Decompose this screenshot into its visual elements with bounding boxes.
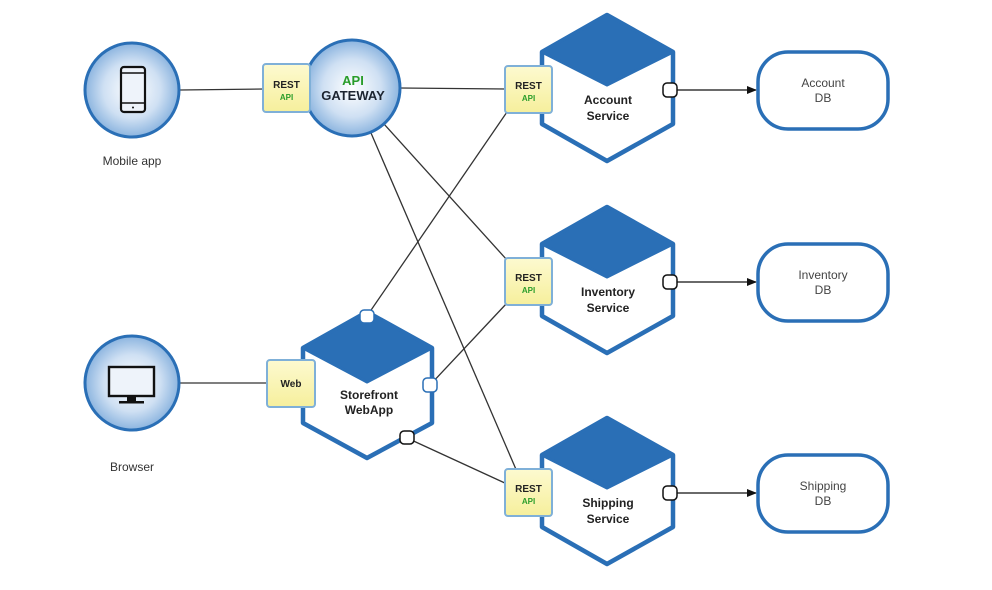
api-gateway[interactable]: API GATEWAY REST API (262, 38, 402, 138)
edge-gateway-account (399, 87, 507, 90)
service-label-line2: Service (587, 301, 630, 315)
service-port[interactable] (662, 274, 678, 290)
database-label-line1: Inventory (798, 268, 847, 282)
service-rest-adapter[interactable]: REST API (504, 257, 553, 306)
rest-label: REST (273, 80, 300, 91)
database-label-line2: DB (815, 494, 832, 508)
service-label-line1: Account (584, 93, 632, 107)
service-rest-adapter[interactable]: REST API (504, 65, 553, 114)
service-label-line1: Shipping (582, 496, 633, 510)
rest-adapter-box (504, 65, 553, 114)
rest-label: REST (515, 484, 542, 495)
connections (179, 87, 519, 485)
edge-webapp-account (366, 111, 508, 317)
gateway-title-api: API (342, 73, 364, 88)
api-label: API (522, 497, 535, 506)
database-label-line2: DB (815, 283, 832, 297)
webapp-port-right[interactable] (422, 377, 438, 393)
database-label-line1: Account (801, 76, 845, 90)
database-label-line1: Shipping (800, 479, 847, 493)
service-port[interactable] (662, 82, 678, 98)
edge-gateway-shipping (370, 132, 519, 475)
browser-label: Browser (110, 460, 154, 474)
service-label-line2: Service (587, 512, 630, 526)
web-label: Web (281, 379, 302, 390)
service-label-line2: Service (587, 109, 630, 123)
webapp-port-bottom[interactable] (399, 430, 415, 445)
webapp-label-line1: Storefront (340, 388, 398, 402)
webapp-label-line2: WebApp (345, 403, 393, 417)
api-label: API (522, 286, 535, 295)
edge-mobile-gateway (179, 88, 265, 91)
edge-webapp-shipping (406, 437, 508, 485)
webapp-hexagon-top (301, 310, 434, 384)
client-mobile[interactable]: Mobile app (83, 41, 181, 168)
service-label-line1: Inventory (581, 285, 635, 299)
rest-adapter-box (504, 257, 553, 306)
database-label-line2: DB (815, 91, 832, 105)
webapp-web-adapter[interactable]: Web (266, 359, 316, 408)
service-hexagon-top (540, 416, 675, 490)
edge-gateway-inventory (383, 123, 508, 261)
rest-label: REST (515, 273, 542, 284)
service-port[interactable] (662, 485, 678, 501)
services: AccountServiceRESTAPIAccountDBInventoryS… (504, 12, 890, 567)
rest-adapter-box (504, 468, 553, 517)
database-shape (756, 242, 890, 323)
monitor-icon (107, 365, 156, 404)
api-label: API (522, 94, 535, 103)
service-hexagon-top (540, 13, 675, 87)
database-shape (756, 453, 890, 534)
webapp-port-top[interactable] (359, 309, 375, 324)
database-shape (756, 50, 890, 131)
edge-webapp-inventory (429, 302, 508, 386)
client-browser[interactable]: Browser (83, 334, 181, 474)
rest-label: REST (515, 81, 542, 92)
service-hexagon-top (540, 205, 675, 279)
gateway-title: GATEWAY (321, 88, 385, 103)
gateway-rest-adapter[interactable]: REST API (262, 63, 311, 113)
smartphone-icon (119, 65, 147, 114)
api-label: API (280, 93, 293, 102)
storefront-webapp[interactable]: Storefront WebApp Web (266, 309, 438, 461)
mobile-label: Mobile app (103, 154, 162, 168)
service-rest-adapter[interactable]: REST API (504, 468, 553, 517)
